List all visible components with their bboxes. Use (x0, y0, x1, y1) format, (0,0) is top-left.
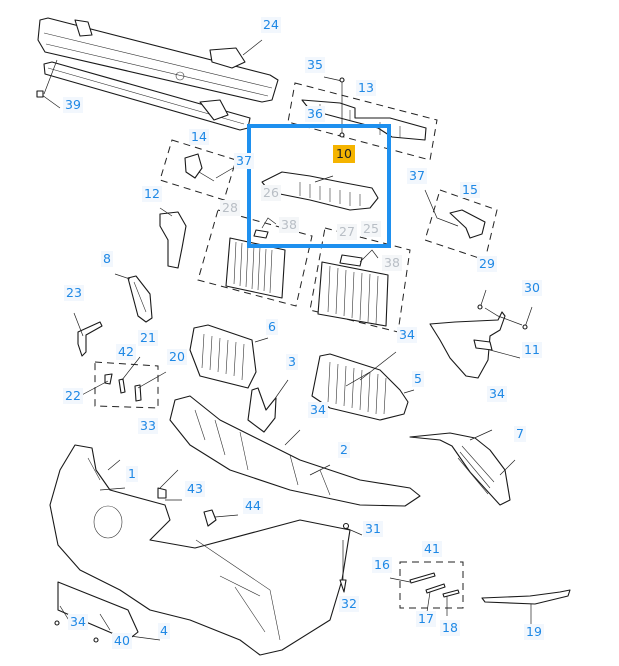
part-7-side-grille[interactable] (409, 432, 511, 506)
callout-34-lower[interactable]: 34 (68, 614, 88, 630)
callout-5[interactable]: 5 (412, 371, 424, 387)
selected-part-highlight (247, 124, 391, 248)
part-14-clip[interactable] (184, 153, 203, 179)
callout-34-right[interactable]: 34 (487, 386, 507, 402)
part-20-clip[interactable] (134, 384, 142, 402)
part-43-cap[interactable] (157, 487, 167, 499)
callout-13[interactable]: 13 (356, 80, 376, 96)
part-1-bumper-fascia[interactable] (49, 444, 351, 656)
callout-21[interactable]: 21 (138, 330, 158, 346)
callout-32[interactable]: 32 (339, 596, 359, 612)
callout-36[interactable]: 36 (305, 106, 325, 122)
part-40-screw[interactable] (93, 637, 99, 643)
callout-33[interactable]: 33 (138, 418, 158, 434)
part-22-clip[interactable] (104, 373, 113, 385)
part-10-deflector[interactable] (261, 171, 379, 211)
part-38-clip-a[interactable] (253, 229, 269, 239)
part-17-molding[interactable] (425, 583, 446, 594)
part-31-clip[interactable] (342, 522, 350, 530)
callout-22[interactable]: 22 (63, 388, 83, 404)
callout-15[interactable]: 15 (460, 182, 480, 198)
callout-18[interactable]: 18 (440, 620, 460, 636)
part-18-molding[interactable] (442, 589, 460, 598)
callout-31[interactable]: 31 (363, 521, 383, 537)
part-6-grille[interactable] (189, 324, 257, 389)
callout-39[interactable]: 39 (63, 97, 83, 113)
part-32-clip[interactable] (339, 579, 347, 593)
part-44-clip[interactable] (203, 509, 217, 527)
callout-37-right[interactable]: 37 (407, 168, 427, 184)
callout-42[interactable]: 42 (116, 344, 136, 360)
part-38-clip-b[interactable] (339, 254, 363, 267)
callout-24[interactable]: 24 (261, 17, 281, 33)
part-23-bracket[interactable] (77, 321, 103, 357)
callout-2[interactable]: 2 (338, 442, 350, 458)
callout-7[interactable]: 7 (514, 426, 526, 442)
callout-26[interactable]: 26 (261, 185, 281, 201)
part-15-bracket[interactable] (449, 209, 486, 239)
callout-4[interactable]: 4 (158, 623, 170, 639)
callout-3[interactable]: 3 (286, 354, 298, 370)
callout-34-mid[interactable]: 34 (308, 402, 328, 418)
part-42-clip[interactable] (118, 378, 126, 394)
callout-35[interactable]: 35 (305, 57, 325, 73)
part-19-molding[interactable] (481, 589, 571, 605)
callout-8[interactable]: 8 (101, 251, 113, 267)
part-3-bracket[interactable] (247, 387, 277, 433)
callout-20[interactable]: 20 (167, 349, 187, 365)
callout-41[interactable]: 41 (422, 541, 442, 557)
callout-40[interactable]: 40 (112, 633, 132, 649)
callout-38-b[interactable]: 38 (382, 255, 402, 271)
callout-6[interactable]: 6 (266, 319, 278, 335)
callout-23[interactable]: 23 (64, 285, 84, 301)
part-2-lower-grille[interactable] (169, 395, 421, 507)
callout-44[interactable]: 44 (243, 498, 263, 514)
callout-43[interactable]: 43 (185, 481, 205, 497)
callout-27[interactable]: 27 (337, 224, 357, 240)
callout-34-upper[interactable]: 34 (397, 327, 417, 343)
part-11-bracket[interactable] (429, 311, 506, 379)
callout-28[interactable]: 28 (220, 200, 240, 216)
callout-11[interactable]: 11 (522, 342, 542, 358)
callout-37-left[interactable]: 37 (234, 153, 254, 169)
callout-25[interactable]: 25 (361, 221, 381, 237)
callout-14[interactable]: 14 (189, 129, 209, 145)
callout-12[interactable]: 12 (142, 186, 162, 202)
part-24-bumper-beam[interactable] (37, 17, 279, 131)
callout-1[interactable]: 1 (126, 466, 138, 482)
callout-17[interactable]: 17 (416, 611, 436, 627)
callout-30[interactable]: 30 (522, 280, 542, 296)
callout-16[interactable]: 16 (372, 557, 392, 573)
callout-29[interactable]: 29 (477, 256, 497, 272)
callout-38-a[interactable]: 38 (279, 217, 299, 233)
part-34-screw[interactable] (54, 620, 60, 626)
part-8-trim[interactable] (127, 275, 153, 323)
callout-10-selected[interactable]: 10 (333, 145, 355, 163)
part-39-nut[interactable] (36, 90, 44, 98)
part-16-molding[interactable] (409, 572, 436, 584)
part-12-bracket[interactable] (159, 211, 187, 269)
part-4-license-bracket[interactable] (57, 581, 139, 641)
part-27-shutter[interactable] (317, 261, 389, 327)
callout-19[interactable]: 19 (524, 624, 544, 640)
